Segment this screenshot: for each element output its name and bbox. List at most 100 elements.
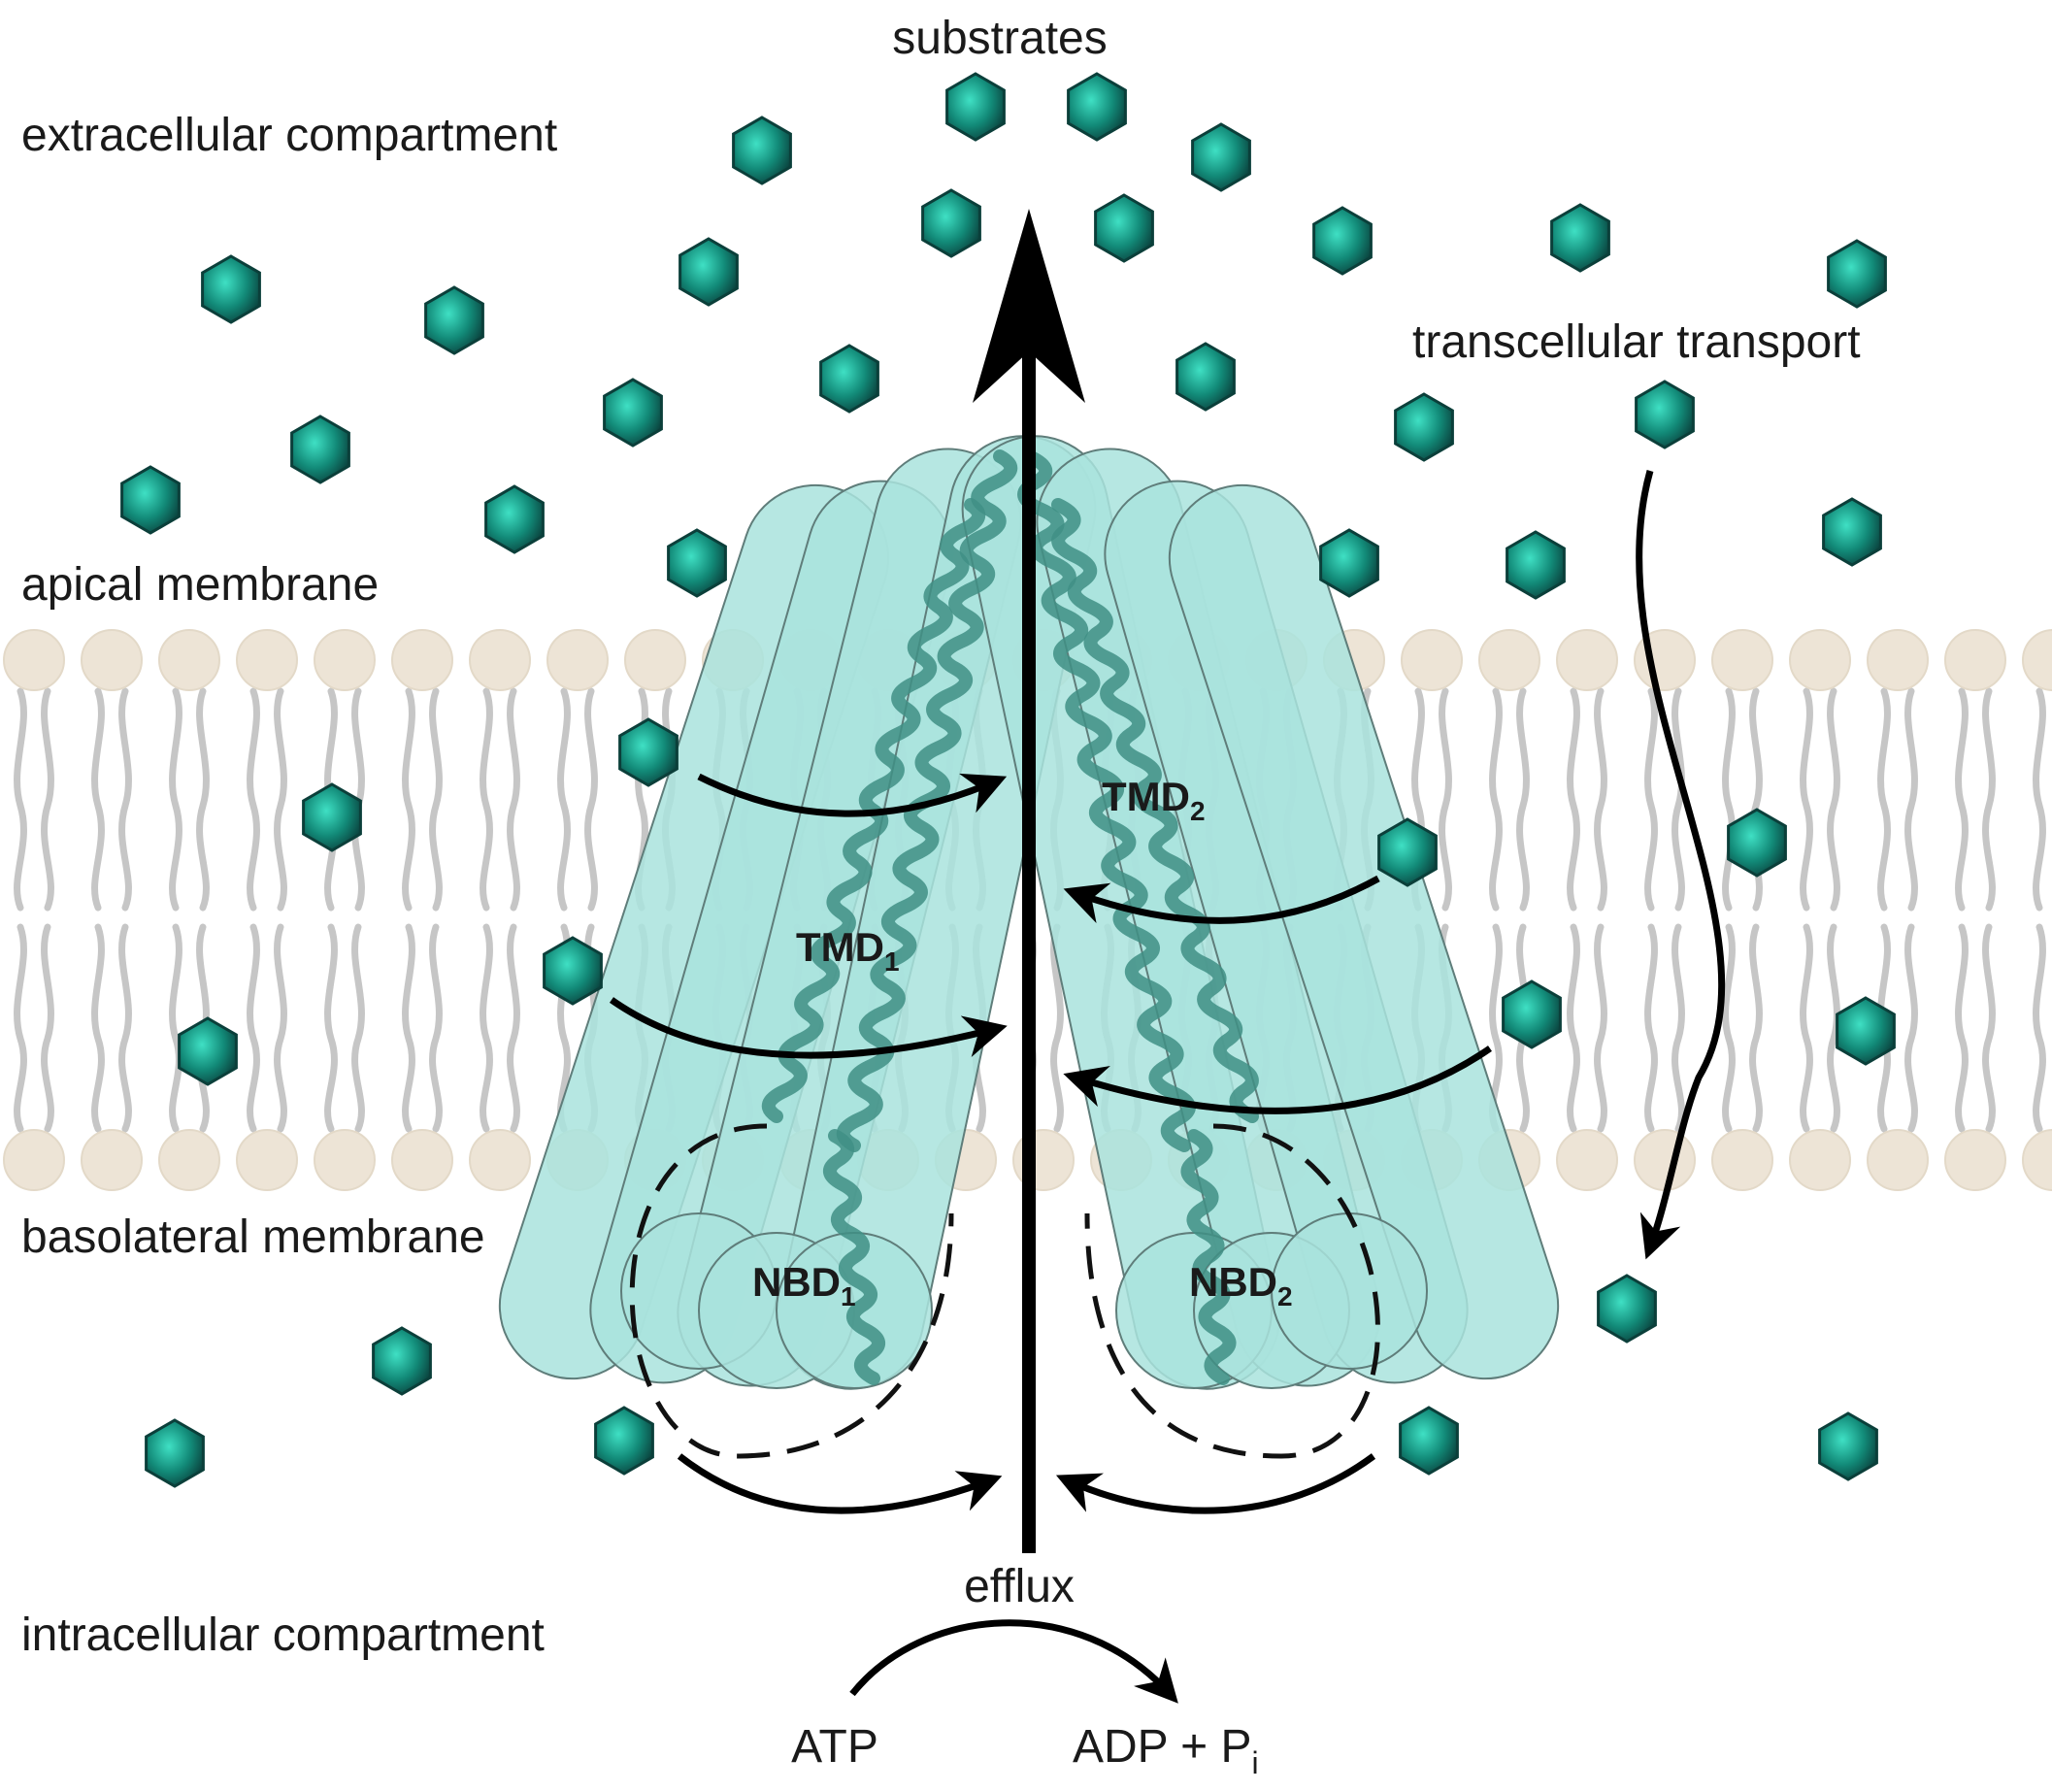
substrate-hexagon (1502, 979, 1562, 1049)
tmd2-label: TMD2 (1102, 774, 1206, 826)
lipid-tail-lower (41, 923, 54, 1133)
lipid-tail-upper (1644, 687, 1658, 912)
lipid-head-lower (1711, 1129, 1773, 1191)
adp-pi-label: ADP + Pi (1073, 1721, 1259, 1780)
substrate-hexagon (1191, 122, 1251, 192)
lipid-tail-lower (2033, 923, 2046, 1133)
lipid-tail-lower (1594, 923, 1607, 1133)
lipid-tail-upper (507, 687, 520, 912)
efflux-label: efflux (964, 1561, 1075, 1612)
substrate-hexagon (1377, 817, 1438, 887)
lipid-tail-lower (324, 923, 338, 1133)
substrate-hexagon (1818, 1411, 1878, 1481)
substrate-hexagon (1836, 996, 1896, 1066)
substrate-hexagon (1399, 1406, 1459, 1476)
lipid-tail-lower (1955, 923, 1969, 1133)
substrate-hexagon (1727, 808, 1787, 878)
substrates-label: substrates (892, 13, 1107, 64)
lipid-tail-upper (14, 687, 27, 912)
lipid-tail-upper (1516, 687, 1530, 912)
lipid-tail-upper (1594, 687, 1607, 912)
lipid-head-upper (1556, 629, 1618, 691)
lipid-tail-upper (1904, 687, 1918, 912)
lipid-tail-lower (1982, 923, 1996, 1133)
lipid-tail-upper (274, 687, 287, 912)
substrate-molecules (120, 72, 1896, 1488)
nbd2-dashed-boundary (1084, 1123, 1380, 1459)
tmd1-label: TMD1 (796, 924, 900, 977)
nbd2-label: NBD2 (1189, 1259, 1293, 1311)
substrate-hexagon (372, 1326, 432, 1396)
lipid-tail-lower (507, 923, 520, 1133)
lipid-tail-upper (1827, 687, 1840, 912)
adp-pi-subscript: i (1252, 1745, 1259, 1780)
ribbon-helix (1180, 1129, 1237, 1385)
lipid-tail-upper (557, 687, 571, 912)
nbd2-lobe-c (1271, 1212, 1428, 1370)
lipid-tail-upper (247, 687, 260, 912)
lipid-tail-upper (169, 687, 182, 912)
basolateral-membrane-label: basolateral membrane (21, 1211, 485, 1263)
substrate-hexagon (1506, 530, 1566, 600)
substrate-hexagon (424, 285, 484, 355)
extracellular-compartment-label: extracellular compartment (21, 110, 557, 161)
substrate-hexagon (921, 188, 981, 258)
lipid-tail-lower (429, 923, 443, 1133)
lipid-tail-upper (584, 687, 598, 912)
substrate-hexagon (594, 1406, 654, 1476)
lipid-head-lower (1634, 1129, 1696, 1191)
lipid-tail-lower (1904, 923, 1918, 1133)
substrate-hexagon (603, 378, 663, 448)
lipid-tail-lower (1050, 923, 1064, 1133)
lipid-head-lower (391, 1129, 453, 1191)
ribbon-helix (1051, 498, 1259, 1123)
lipid-tail-lower (247, 923, 260, 1133)
lipid-head-upper (1711, 629, 1773, 691)
substrate-hexagon (484, 484, 545, 554)
substrate-hexagon (1597, 1274, 1657, 1344)
substrate-hexagon (1175, 342, 1236, 412)
lipid-tail-lower (1749, 923, 1763, 1133)
substrate-hexagon (819, 344, 879, 414)
lipid-tail-lower (402, 923, 415, 1133)
lipid-head-upper (314, 629, 376, 691)
lipid-tail-lower (1722, 923, 1736, 1133)
lipid-tail-lower (118, 923, 132, 1133)
lipid-head-upper (1867, 629, 1929, 691)
nbd1-label: NBD1 (752, 1259, 856, 1311)
lipid-head-lower (1867, 1129, 1929, 1191)
lipid-tail-lower (351, 923, 365, 1133)
substrate-hexagon (201, 254, 261, 324)
lipid-tail-upper (1722, 687, 1736, 912)
lipid-head-lower (1944, 1129, 2006, 1191)
lipid-head-upper (2022, 629, 2052, 691)
lipid-tail-upper (91, 687, 105, 912)
substrate-hexagon (1550, 203, 1610, 273)
entry-arrow-lower-left (609, 997, 1008, 1059)
substrate-hexagon (1319, 528, 1379, 598)
lipid-head-upper (1478, 629, 1540, 691)
substrate-hexagon (178, 1016, 238, 1086)
transcellular-arrow (1636, 470, 1726, 1260)
lipid-tail-upper (480, 687, 493, 912)
substrate-hexagon (667, 528, 727, 598)
lipid-tail-upper (1749, 687, 1763, 912)
lipid-head-upper (546, 629, 609, 691)
substrate-hexagon (678, 237, 739, 307)
lipid-tail-upper (2033, 687, 2046, 912)
lipid-tail-upper (1800, 687, 1813, 912)
lipid-tail-lower (274, 923, 287, 1133)
transcellular-transport-label: transcellular transport (1412, 316, 1861, 368)
lipid-head-lower (314, 1129, 376, 1191)
lipid-tail-upper (1982, 687, 1996, 912)
lipid-tail-lower (480, 923, 493, 1133)
entry-arrow-lower-right (1063, 1045, 1492, 1114)
substrate-hexagon (1635, 380, 1695, 449)
substrate-hexagon (1312, 206, 1373, 276)
substrate-hexagon (543, 936, 603, 1006)
lipid-head-upper (81, 629, 143, 691)
ribbon-helix (1017, 449, 1196, 1152)
lipid-head-upper (236, 629, 298, 691)
atp-hydrolysis-arrow (849, 1619, 1178, 1704)
